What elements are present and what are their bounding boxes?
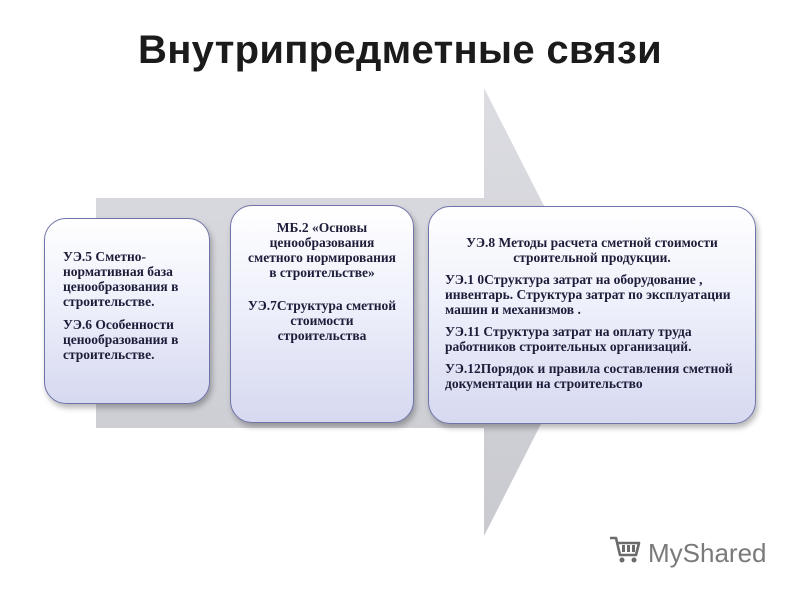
shopping-cart-icon <box>608 535 642 572</box>
block-ue5-ue6: УЭ.5 Сметно-нормативная база ценообразов… <box>44 218 210 404</box>
block-mb2-ue7: МБ.2 «Основы ценообразования сметного но… <box>230 205 414 423</box>
watermark-logo: MyShared <box>608 535 767 572</box>
block-2-paragraph-1: МБ.2 «Основы ценообразования сметного но… <box>248 220 396 280</box>
block-3-paragraph-4: УЭ.12Порядок и правила составления сметн… <box>445 361 733 391</box>
block-3-paragraph-2: УЭ.1 0Структура затрат на оборудование ,… <box>445 272 731 317</box>
block-1-paragraph-1: УЭ.5 Сметно-нормативная база ценообразов… <box>63 249 179 309</box>
block-ue8-ue12: УЭ.8 Методы расчета сметной стоимости ст… <box>428 206 756 424</box>
block-2-paragraph-2: УЭ.7Структура сметной стоимости строител… <box>247 298 397 343</box>
watermark-text: MyShared <box>648 537 767 568</box>
slide-title: Внутрипредметные связи <box>138 28 662 72</box>
block-3-paragraph-3: УЭ.11 Структура затрат на оплату труда р… <box>445 324 692 354</box>
block-1-paragraph-2: УЭ.6 Особенности ценообразования в строи… <box>63 317 179 362</box>
block-3-paragraph-1: УЭ.8 Методы расчета сметной стоимости ст… <box>466 235 718 265</box>
